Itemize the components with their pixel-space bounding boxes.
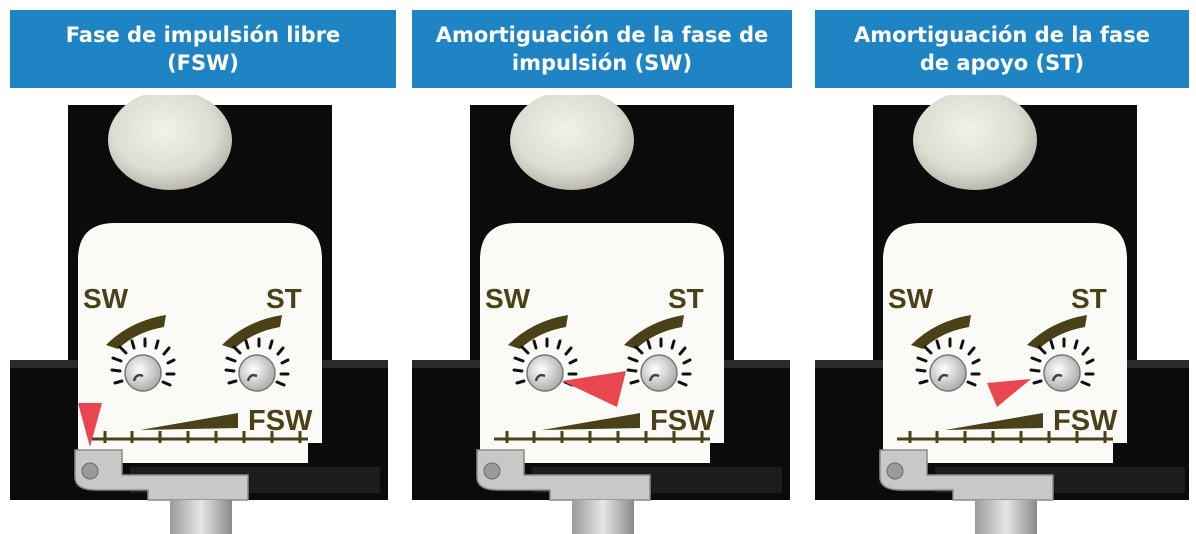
st-label: ST xyxy=(266,283,302,314)
sw-valve-knob xyxy=(124,354,162,392)
title-line-2: impulsión (SW) xyxy=(511,51,693,75)
sw-ticks xyxy=(915,337,981,387)
fsw-scale-wedge xyxy=(140,413,238,430)
red-pointer-arrow xyxy=(987,379,1031,407)
st-ticks xyxy=(1029,337,1095,387)
fsw-label: FSW xyxy=(650,405,715,437)
fsw-screw xyxy=(483,462,501,480)
panel-title-fsw: Fase de impulsión libre (FSW) xyxy=(10,10,396,88)
title-line-1: Amortiguación de la fase de xyxy=(435,23,769,47)
top-ball-joint xyxy=(108,95,232,190)
top-ball-joint xyxy=(510,95,634,190)
sw-label: SW xyxy=(485,283,531,314)
fsw-scale-wedge xyxy=(542,413,640,430)
fsw-screw xyxy=(81,462,99,480)
sw-scale-arc xyxy=(106,315,166,349)
st-scale-arc xyxy=(624,315,684,349)
fsw-bracket xyxy=(879,449,1054,501)
st-valve-knob xyxy=(1043,354,1081,392)
adjustment-plate xyxy=(78,223,322,463)
st-ticks xyxy=(224,337,290,387)
st-valve-knob xyxy=(238,354,276,392)
fsw-ticks xyxy=(908,431,1107,443)
knee-joint-illustration: SW ST FSW xyxy=(412,95,790,534)
top-ball-joint xyxy=(913,95,1037,190)
shaft xyxy=(572,500,634,534)
panel-title-sw: Amortiguación de la fase de impulsión (SW… xyxy=(412,10,792,88)
sw-valve-knob xyxy=(526,354,564,392)
st-ticks xyxy=(626,337,692,387)
knee-joint-illustration: SW ST FSW xyxy=(815,95,1189,534)
valve-illustration-fsw: SW ST FSW xyxy=(10,95,390,534)
knee-joint-illustration: SW ST FSW xyxy=(10,95,388,534)
sw-ticks xyxy=(110,337,176,387)
st-scale-arc xyxy=(1027,315,1087,349)
fsw-ticks xyxy=(505,431,704,443)
adjustment-plate xyxy=(480,223,724,463)
valve-illustration-sw: SW ST FSW xyxy=(412,95,792,534)
valve-illustration-st: SW ST FSW xyxy=(815,95,1195,534)
adjustment-plate xyxy=(883,223,1127,463)
sw-label: SW xyxy=(888,283,934,314)
st-valve-knob xyxy=(640,354,678,392)
fsw-label: FSW xyxy=(1053,405,1118,437)
sw-label: SW xyxy=(83,283,129,314)
shaft xyxy=(975,500,1037,534)
title-line-2: de apoyo (ST) xyxy=(919,51,1085,75)
title-line-1: Fase de impulsión libre xyxy=(65,23,341,47)
shaft xyxy=(170,500,232,534)
title-line-2: (FSW) xyxy=(167,51,239,75)
sw-valve-knob xyxy=(929,354,967,392)
fsw-bracket xyxy=(74,449,249,501)
fsw-scale-wedge xyxy=(945,413,1043,430)
title-line-1: Amortiguación de la fase xyxy=(854,23,1150,47)
red-pointer-arrow xyxy=(78,403,102,447)
fsw-screw xyxy=(886,462,904,480)
red-pointer-arrow xyxy=(562,371,626,407)
fsw-bracket xyxy=(476,449,651,501)
sw-scale-arc xyxy=(508,315,568,349)
st-scale-arc xyxy=(222,315,282,349)
fsw-ticks xyxy=(103,431,302,443)
sw-scale-arc xyxy=(911,315,971,349)
st-label: ST xyxy=(1071,283,1107,314)
fsw-label: FSW xyxy=(248,405,313,437)
st-label: ST xyxy=(668,283,704,314)
panel-title-st: Amortiguación de la fase de apoyo (ST) xyxy=(815,10,1189,88)
